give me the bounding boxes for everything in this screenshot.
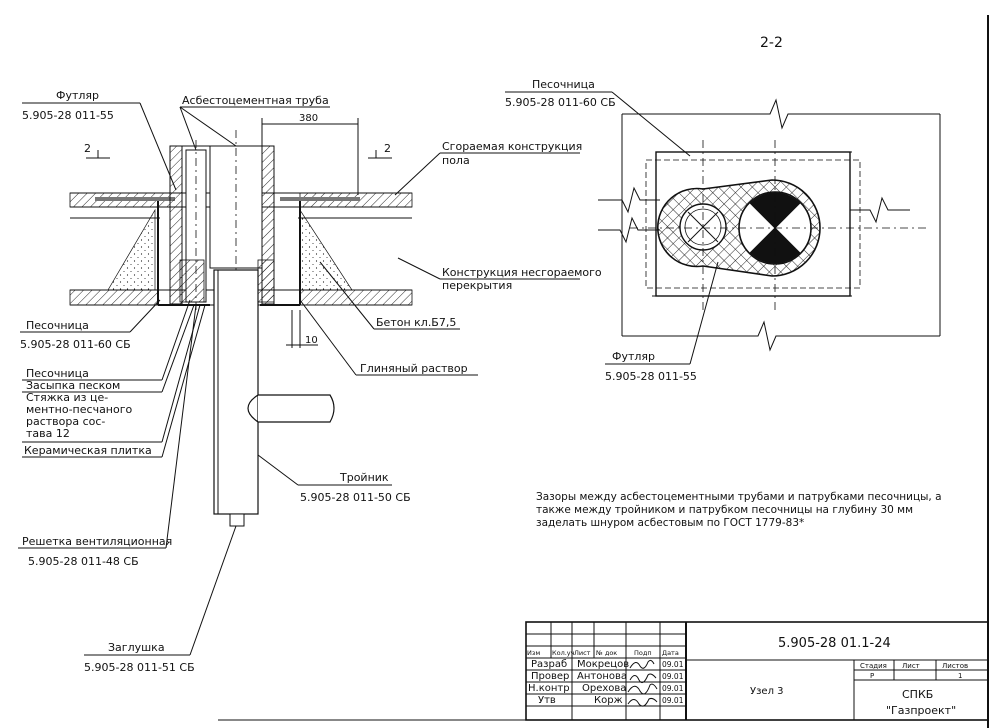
tb-header: Изм xyxy=(527,649,540,657)
tb-date: 09.01 xyxy=(662,660,684,669)
label-sandbox: Песочница xyxy=(26,319,89,332)
svg-text:пола: пола xyxy=(442,154,470,167)
label-case: Футляр xyxy=(56,89,99,102)
tb-header: Дата xyxy=(662,649,679,657)
tile-right xyxy=(280,197,360,201)
legend-stack: Песочница Засыпка песком Стяжка из це- м… xyxy=(22,299,206,458)
doc-code: 5.905-28 01.1-24 xyxy=(778,636,891,651)
label-clay: Глиняный раствор xyxy=(360,362,468,375)
signature xyxy=(627,697,658,707)
tb-role: Провер xyxy=(531,671,569,682)
label-plug: Заглушка xyxy=(108,641,165,654)
label-noncombustible: Конструкция несгораемого xyxy=(442,266,602,279)
tb-header: № док xyxy=(595,649,617,657)
label-tee-code: 5.905-28 011-50 СБ xyxy=(300,491,411,504)
legend-item: Стяжка из це- xyxy=(26,391,108,404)
plug xyxy=(229,513,245,527)
label-asbestos-pipe: Асбестоцементная труба xyxy=(182,94,329,107)
sandbox-nozzle-left xyxy=(179,259,205,303)
label-grid: Решетка вентиляционная xyxy=(22,535,172,548)
signature xyxy=(629,673,657,684)
legend-item: раствора сос- xyxy=(26,415,105,428)
org-name: СПКБ xyxy=(902,688,933,701)
legend-item: Засыпка песком xyxy=(26,379,120,392)
stage-value: Р xyxy=(870,672,874,680)
sheets-value: 1 xyxy=(958,672,962,680)
legend-item: тава 12 xyxy=(26,427,70,440)
label-combustible-floor: Сгораемая конструкция xyxy=(442,140,582,153)
tile-left xyxy=(95,197,175,201)
plan-view: Песочница 5.905-28 011-60 СБ Футляр 5.90… xyxy=(505,78,941,383)
note-line: Зазоры между асбестоцементными трубами и… xyxy=(536,491,942,503)
note-line: заделать шнуром асбестовым по ГОСТ 1779-… xyxy=(536,517,804,529)
svg-text:2: 2 xyxy=(384,142,391,155)
title-block: Изм Кол.уч Лист № док Подп Дата Разраб М… xyxy=(525,621,989,721)
tee-pipe xyxy=(213,269,259,515)
legend-item: Песочница xyxy=(26,367,89,380)
tb-header: Подп xyxy=(634,649,652,657)
stage-label: Стадия xyxy=(860,662,887,670)
label-tee: Тройник xyxy=(339,471,389,484)
tb-name: Антонова xyxy=(577,671,627,682)
dimension-380: 380 xyxy=(299,113,318,124)
label-sandbox-code: 5.905-28 011-60 СБ xyxy=(20,338,131,351)
note: Зазоры между асбестоцементными трубами и… xyxy=(536,491,942,529)
sandbox-nozzle-right xyxy=(257,259,275,303)
dimension-10: 10 xyxy=(305,335,318,346)
concrete-fill-right xyxy=(299,208,353,291)
tb-date: 09.01 xyxy=(662,696,684,705)
label-case-code: 5.905-28 011-55 xyxy=(22,109,114,122)
signature xyxy=(627,683,658,695)
tb-name: Орехова xyxy=(582,683,626,694)
plan-label-case-code: 5.905-28 011-55 xyxy=(605,370,697,383)
label-grid-code: 5.905-28 011-48 СБ xyxy=(28,555,139,568)
tb-date: 09.01 xyxy=(662,672,684,681)
concrete-fill-left xyxy=(107,208,156,291)
legend-item: Керамическая плитка xyxy=(24,444,152,457)
node-title: Узел 3 xyxy=(750,686,784,697)
legend-item: ментно-песчаного xyxy=(26,403,133,416)
tb-date: 09.01 xyxy=(662,684,684,693)
sheet-label: Лист xyxy=(902,662,920,670)
section-view: 2 2 380 10 Асбестоцементная труба Футляр… xyxy=(18,89,602,674)
tb-role: Утв xyxy=(538,695,556,706)
tb-header: Лист xyxy=(574,649,591,657)
signature xyxy=(629,659,655,669)
sheets-label: Листов xyxy=(942,662,968,670)
tb-header: Кол.уч xyxy=(552,649,575,657)
plan-label-case: Футляр xyxy=(612,350,655,363)
svg-text:2: 2 xyxy=(84,142,91,155)
svg-text:перекрытия: перекрытия xyxy=(442,279,512,292)
org-name: "Газпроект" xyxy=(886,704,956,717)
slab-bottom-right xyxy=(299,289,413,306)
section-title: 2-2 xyxy=(760,35,783,51)
tb-role: Разраб xyxy=(531,659,567,670)
label-concrete: Бетон кл.Б7,5 xyxy=(376,316,456,329)
label-plug-code: 5.905-28 011-51 СБ xyxy=(84,661,195,674)
tb-role: Н.контр xyxy=(528,683,570,694)
slab-bottom-left xyxy=(69,289,159,306)
plan-label-sandbox: Песочница xyxy=(532,78,595,91)
note-line: также между тройником и патрубком песочн… xyxy=(536,504,913,516)
tb-name: Мокрецов xyxy=(577,659,629,670)
plan-label-sandbox-code: 5.905-28 011-60 СБ xyxy=(505,96,616,109)
tee-branch xyxy=(258,394,335,423)
tb-name: Корж xyxy=(594,695,623,706)
